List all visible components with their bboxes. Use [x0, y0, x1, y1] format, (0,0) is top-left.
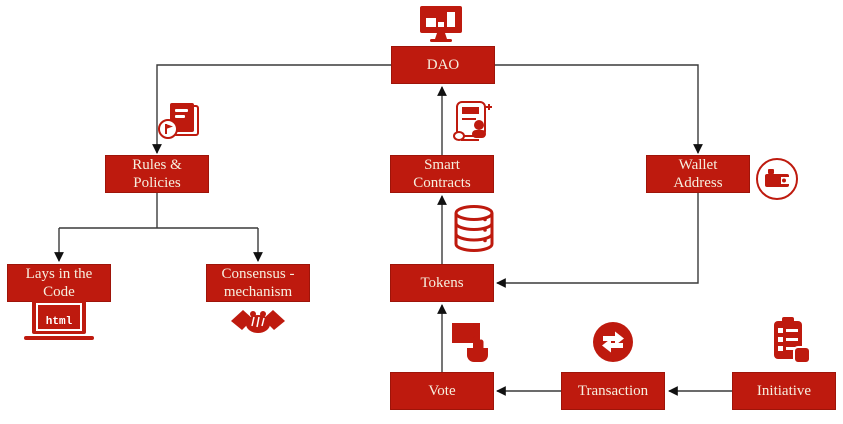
- rulebook-flag-icon: [158, 103, 199, 139]
- node-transaction-label: Transaction: [577, 383, 649, 399]
- node-consensus-mechanism-label: Consensus - mechanism: [221, 266, 295, 300]
- node-initiative: Initiative: [732, 372, 836, 410]
- laptop-html-icon: html: [24, 300, 94, 340]
- node-initiative-label: Initiative: [756, 383, 812, 399]
- node-smart-contracts-label: Smart Contracts: [413, 157, 471, 191]
- hand-vote-icon: [452, 323, 488, 362]
- node-vote-label: Vote: [428, 383, 456, 399]
- node-consensus-mechanism: Consensus - mechanism: [206, 264, 310, 302]
- node-lays-in-code-label: Lays in the Code: [25, 266, 93, 300]
- edge-dao-to-wallet: [494, 64, 703, 154]
- node-wallet-address: Wallet Address: [646, 155, 750, 193]
- node-transaction: Transaction: [561, 372, 665, 410]
- wallet-icon: [756, 158, 798, 200]
- node-tokens-label: Tokens: [420, 275, 464, 291]
- node-vote: Vote: [390, 372, 494, 410]
- node-dao-label: DAO: [426, 57, 460, 73]
- handshake-icon: [231, 310, 285, 333]
- node-rules-policies: Rules & Policies: [105, 155, 209, 193]
- node-tokens: Tokens: [390, 264, 494, 302]
- database-icon: [454, 205, 494, 252]
- node-rules-policies-label: Rules & Policies: [132, 157, 182, 191]
- node-smart-contracts: Smart Contracts: [390, 155, 494, 193]
- clipboard-checklist-icon: [774, 317, 811, 364]
- monitor-dashboard-icon: [420, 6, 462, 42]
- exchange-arrows-icon: [593, 322, 633, 362]
- node-lays-in-code: Lays in the Code: [7, 264, 111, 302]
- node-wallet-address-label: Wallet Address: [673, 157, 723, 191]
- node-dao: DAO: [391, 46, 495, 84]
- laptop-screen-text: html: [46, 316, 73, 328]
- edge-wallet-to-tokens: [496, 193, 699, 288]
- contract-scroll-icon: [453, 101, 492, 141]
